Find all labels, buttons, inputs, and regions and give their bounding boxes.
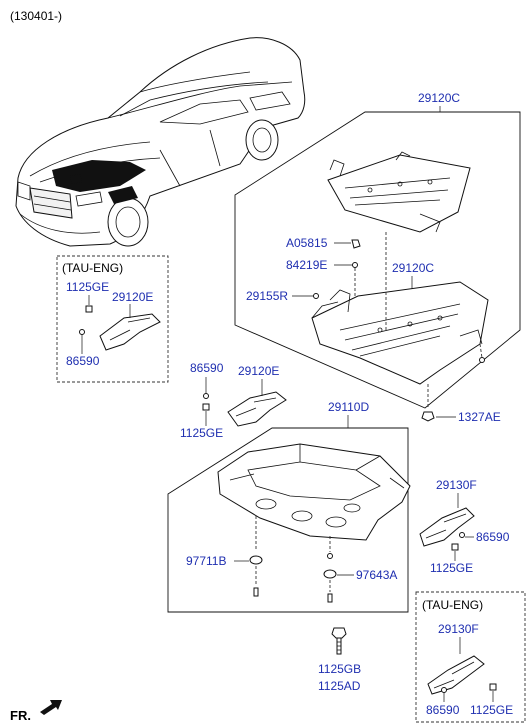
grommet-97643A bbox=[323, 569, 337, 579]
label-1125GB: 1125GB bbox=[318, 662, 361, 676]
label-29130F-a: 29130F bbox=[436, 478, 477, 492]
label-29110D: 29110D bbox=[328, 400, 369, 414]
label-29130F-b: 29130F bbox=[438, 622, 479, 636]
label-29120E-a: 29120E bbox=[112, 290, 153, 304]
label-1125GE-b: 1125GE bbox=[180, 426, 223, 440]
clip-86590-d bbox=[441, 687, 447, 693]
label-29120E-b: 29120E bbox=[238, 364, 279, 378]
front-label: FR. bbox=[10, 708, 31, 723]
car-illustration bbox=[15, 37, 306, 247]
bolt-1125GE-d bbox=[489, 683, 497, 691]
tau-eng-label-2: (TAU-ENG) bbox=[422, 598, 483, 612]
label-A05815: A05815 bbox=[286, 236, 328, 250]
part-29120E bbox=[227, 391, 287, 427]
tau-eng-box-1 bbox=[56, 255, 169, 383]
bolt-1125GE-a bbox=[85, 305, 93, 313]
label-86590-b: 86590 bbox=[190, 361, 224, 375]
part-29110D bbox=[217, 443, 411, 541]
label-1327AE: 1327AE bbox=[458, 410, 501, 424]
clip-84219E bbox=[352, 262, 358, 268]
label-86590-c: 86590 bbox=[476, 530, 510, 544]
label-1125GE-c: 1125GE bbox=[430, 561, 473, 575]
bolt-1125GE-b bbox=[202, 403, 210, 411]
bolt-1125GE-c bbox=[451, 543, 459, 551]
part-29120C-lower bbox=[311, 281, 489, 385]
nut-1327AE bbox=[421, 411, 435, 422]
label-86590-d: 86590 bbox=[426, 703, 460, 717]
date-code: (130401-) bbox=[10, 9, 62, 23]
bolt-1125GB bbox=[331, 627, 347, 655]
part-29130F bbox=[419, 507, 475, 547]
frame-29120C bbox=[234, 111, 521, 409]
tau-eng-box-2 bbox=[415, 591, 526, 723]
tau-eng-label-1: (TAU-ENG) bbox=[62, 261, 123, 275]
front-arrow-icon bbox=[40, 700, 62, 715]
clip-86590-b bbox=[203, 393, 209, 399]
label-97643A: 97643A bbox=[356, 568, 397, 582]
label-86590-a: 86590 bbox=[66, 354, 100, 368]
clip-86590-c bbox=[459, 532, 465, 538]
part-29130F-tau bbox=[427, 655, 485, 695]
label-1125GE-a: 1125GE bbox=[66, 280, 109, 294]
label-84219E: 84219E bbox=[286, 258, 327, 272]
label-29120C-top: 29120C bbox=[418, 91, 460, 105]
part-29120C-upper bbox=[327, 151, 471, 233]
label-29120C-mid: 29120C bbox=[392, 261, 434, 275]
fastener-A05815 bbox=[351, 239, 361, 249]
label-29155R: 29155R bbox=[246, 289, 288, 303]
label-1125AD: 1125AD bbox=[318, 679, 361, 693]
frame-29110D bbox=[167, 427, 409, 613]
part-29120E-tau bbox=[99, 313, 161, 351]
label-97711B: 97711B bbox=[186, 554, 226, 568]
bolt-29155R bbox=[313, 293, 319, 299]
grommet-97711B bbox=[249, 555, 263, 565]
label-1125GE-d: 1125GE bbox=[470, 703, 513, 717]
